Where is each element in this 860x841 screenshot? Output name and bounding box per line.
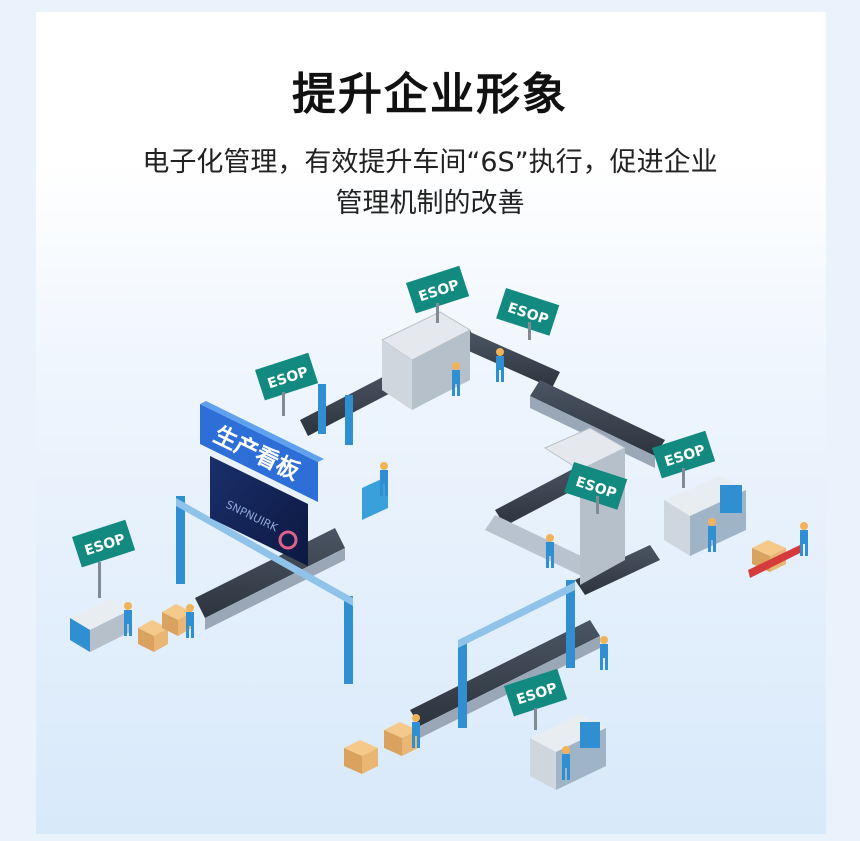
esop-sign: ESOP bbox=[496, 288, 560, 336]
esop-sign: ESOP bbox=[255, 352, 319, 401]
worker bbox=[600, 636, 608, 670]
worker bbox=[452, 362, 460, 396]
worker bbox=[186, 604, 194, 638]
worker bbox=[496, 348, 504, 382]
page-title: 提升企业形象 bbox=[292, 69, 568, 120]
worker bbox=[800, 522, 808, 556]
machines bbox=[70, 311, 746, 790]
cardboard-boxes bbox=[138, 540, 802, 774]
subtitle-line-1: 电子化管理，有效提升车间“6S”执行，促进企业 bbox=[142, 147, 718, 178]
esop-sign: ESOP bbox=[564, 462, 628, 510]
worker bbox=[412, 714, 420, 748]
workers bbox=[124, 348, 808, 780]
background-panel bbox=[36, 12, 826, 834]
esop-sign: ESOP bbox=[406, 265, 470, 314]
worker bbox=[124, 602, 132, 636]
worker bbox=[562, 746, 570, 780]
subtitle-line-2: 管理机制的改善 bbox=[335, 188, 525, 219]
worker bbox=[708, 518, 716, 552]
worker bbox=[380, 462, 388, 496]
esop-sign: ESOP bbox=[72, 519, 136, 568]
esop-sign: ESOP bbox=[504, 668, 568, 717]
esop-sign: ESOP bbox=[652, 430, 716, 479]
gantry-frames bbox=[176, 384, 575, 728]
worker bbox=[546, 534, 554, 568]
esop-signs: ESOP ESOP ESOP ESOP ESOP ESOP bbox=[72, 265, 716, 730]
